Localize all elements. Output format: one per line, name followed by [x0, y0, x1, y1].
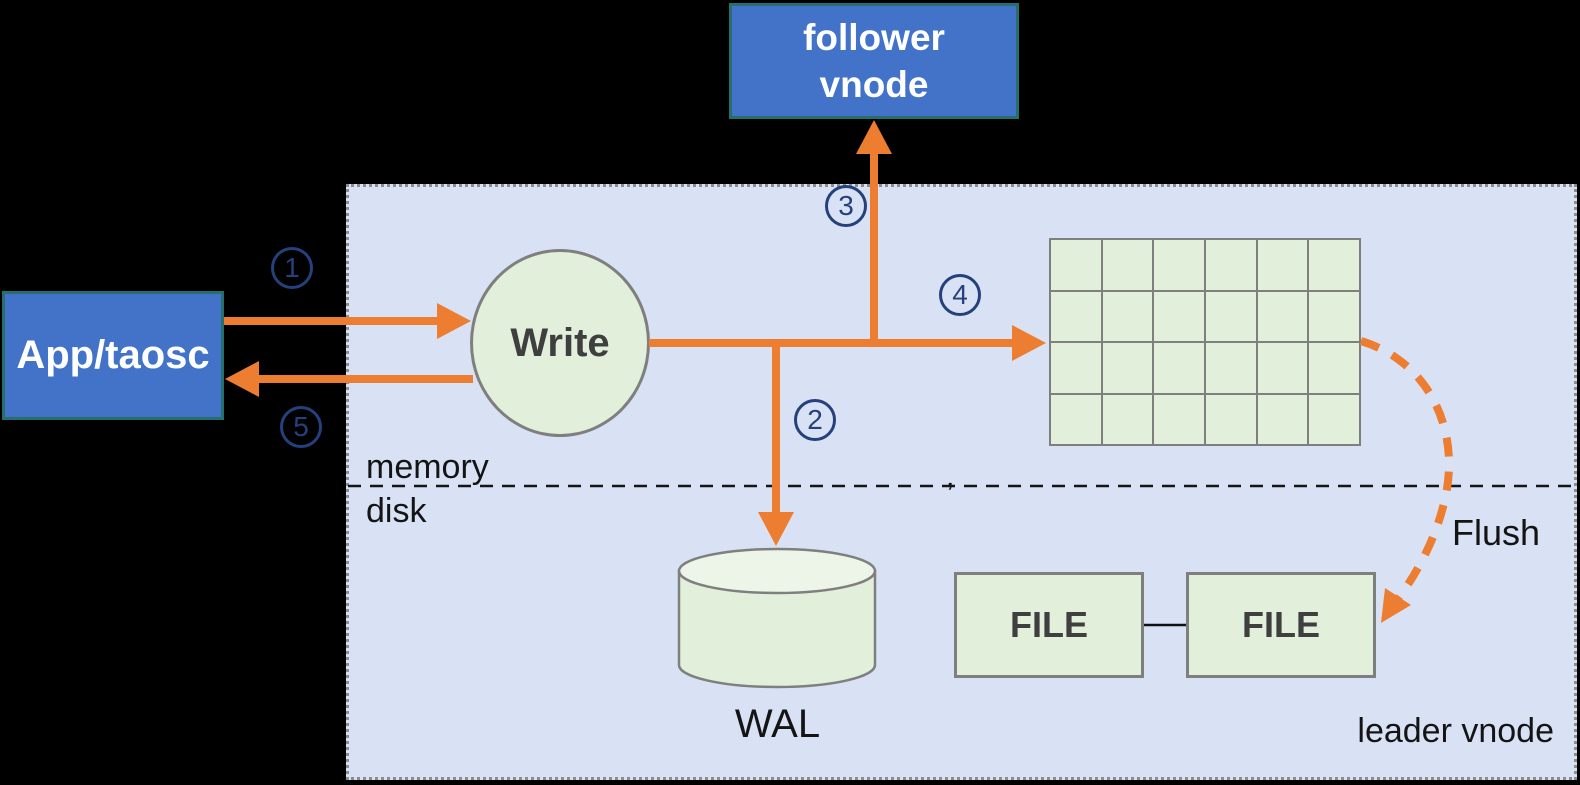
memtable-cell — [1102, 394, 1153, 444]
follower-vnode-label-line2: vnode — [819, 64, 929, 105]
memtable-cell — [1257, 291, 1308, 341]
disk-label: disk — [366, 492, 427, 530]
follower-vnode-label-line1: follower — [803, 17, 945, 58]
memtable-cell — [1051, 291, 1101, 341]
file-box-2: FILE — [1186, 572, 1376, 678]
leader-vnode-label: leader vnode — [1357, 712, 1554, 750]
step-1-badge: 1 — [271, 247, 313, 289]
flush-label: Flush — [1452, 512, 1541, 553]
memtable-cell — [1257, 240, 1308, 290]
memtable-cell — [1154, 291, 1204, 341]
file-box-1: FILE — [954, 572, 1144, 678]
memtable-cell — [1051, 394, 1101, 444]
step-4-badge: 4 — [939, 274, 981, 316]
step-3-badge: 3 — [825, 185, 867, 227]
app-taosc-label: App/taosc — [16, 333, 210, 377]
memtable-cell — [1154, 394, 1204, 444]
memtable-cell — [1206, 343, 1256, 393]
memtable-cell — [1154, 343, 1204, 393]
memory-label: memory — [366, 448, 489, 486]
step-5-badge: 5 — [280, 406, 322, 448]
write-label: Write — [510, 320, 610, 365]
memtable-cell — [1206, 240, 1256, 290]
memtable-cell — [1206, 394, 1256, 444]
memtable-cell — [1051, 240, 1101, 290]
memtable-cell — [1257, 394, 1308, 444]
arrow-5-head — [225, 361, 259, 397]
memtable-cell — [1102, 291, 1153, 341]
memtable-cell — [1102, 343, 1153, 393]
step-2-badge: 2 — [794, 399, 836, 441]
memtable-cell — [1206, 291, 1256, 341]
memtable-cell — [1102, 240, 1153, 290]
memtable-cell — [1309, 343, 1359, 393]
divider-artifact: , — [946, 460, 955, 493]
memtable-cell — [1309, 291, 1359, 341]
wal-label: WAL — [734, 702, 821, 746]
memtable-cell — [1051, 343, 1101, 393]
memtable-cell — [1257, 343, 1308, 393]
memtable-grid — [1049, 238, 1361, 446]
memtable-cell — [1309, 394, 1359, 444]
app-taosc-box: App/taosc — [2, 291, 224, 420]
memtable-cell — [1154, 240, 1204, 290]
file-1-label: FILE — [1010, 604, 1088, 645]
arrow-3-head — [856, 120, 892, 154]
write-node: Write — [470, 249, 650, 437]
follower-vnode-box: follower vnode — [729, 3, 1019, 119]
file-2-label: FILE — [1242, 604, 1320, 645]
memtable-cell — [1309, 240, 1359, 290]
